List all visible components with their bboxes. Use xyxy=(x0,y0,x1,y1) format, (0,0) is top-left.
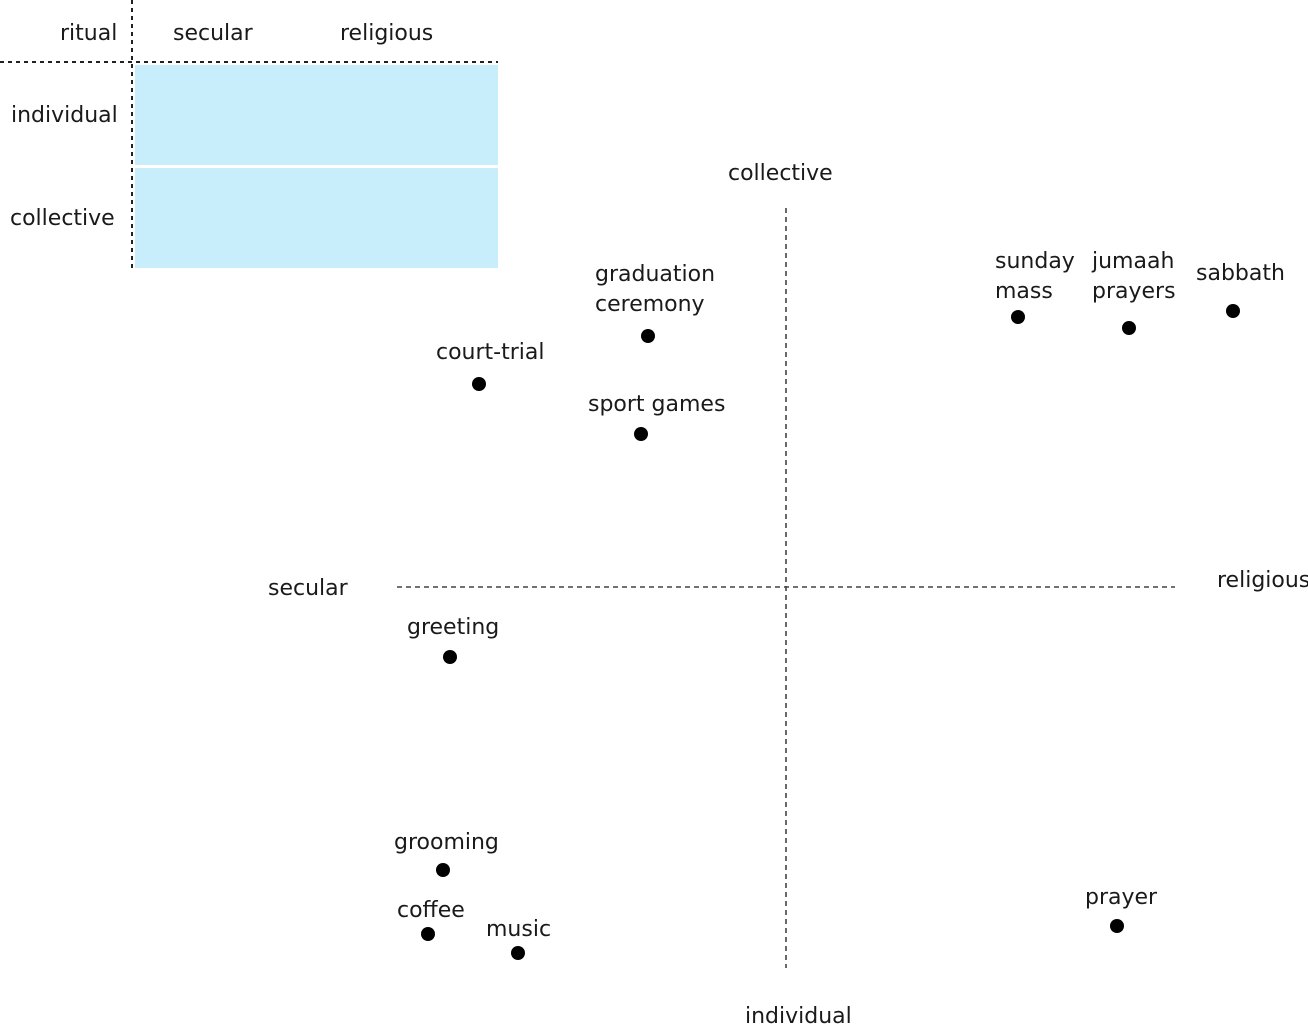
point-label-grooming: grooming xyxy=(394,830,499,855)
point-label-music: music xyxy=(486,917,552,942)
point-label-graduation-ceremony: graduation ceremony xyxy=(595,262,716,317)
point-label-jumaah-prayers: jumaah prayers xyxy=(1092,249,1176,304)
point-marker-jumaah-prayers xyxy=(1122,321,1136,335)
table-column-header-religious: religious xyxy=(340,21,434,46)
point-label-greeting: greeting xyxy=(407,615,500,640)
point-label-court-trial: court-trial xyxy=(436,340,545,365)
point-marker-sport-games xyxy=(634,427,648,441)
point-marker-greeting xyxy=(443,650,457,664)
point-marker-court-trial xyxy=(472,377,486,391)
axis-label-top: collective xyxy=(728,161,833,186)
point-label-sport-games: sport games xyxy=(588,392,726,417)
point-label-coffee: coffee xyxy=(397,898,465,923)
table-cell-collective xyxy=(135,168,498,268)
axis-label-left: secular xyxy=(268,576,348,601)
point-marker-sunday-mass xyxy=(1011,310,1025,324)
table-row-header-individual: individual xyxy=(11,103,118,128)
table-row-header-collective: collective xyxy=(10,206,115,231)
point-marker-sabbath xyxy=(1226,304,1240,318)
point-marker-prayer xyxy=(1110,919,1124,933)
table-corner-label: ritual xyxy=(60,21,118,46)
table-column-header-secular: secular xyxy=(173,21,253,46)
point-marker-coffee xyxy=(421,927,435,941)
axis-label-bottom: individual xyxy=(745,1004,852,1029)
point-label-sabbath: sabbath xyxy=(1196,261,1285,286)
point-label-prayer: prayer xyxy=(1085,885,1158,910)
point-marker-graduation-ceremony xyxy=(641,329,655,343)
point-marker-music xyxy=(511,946,525,960)
axis-label-right: religious xyxy=(1217,568,1308,593)
point-label-sunday-mass: sunday mass xyxy=(995,249,1075,304)
table-cell-individual xyxy=(135,65,498,165)
point-marker-grooming xyxy=(436,863,450,877)
